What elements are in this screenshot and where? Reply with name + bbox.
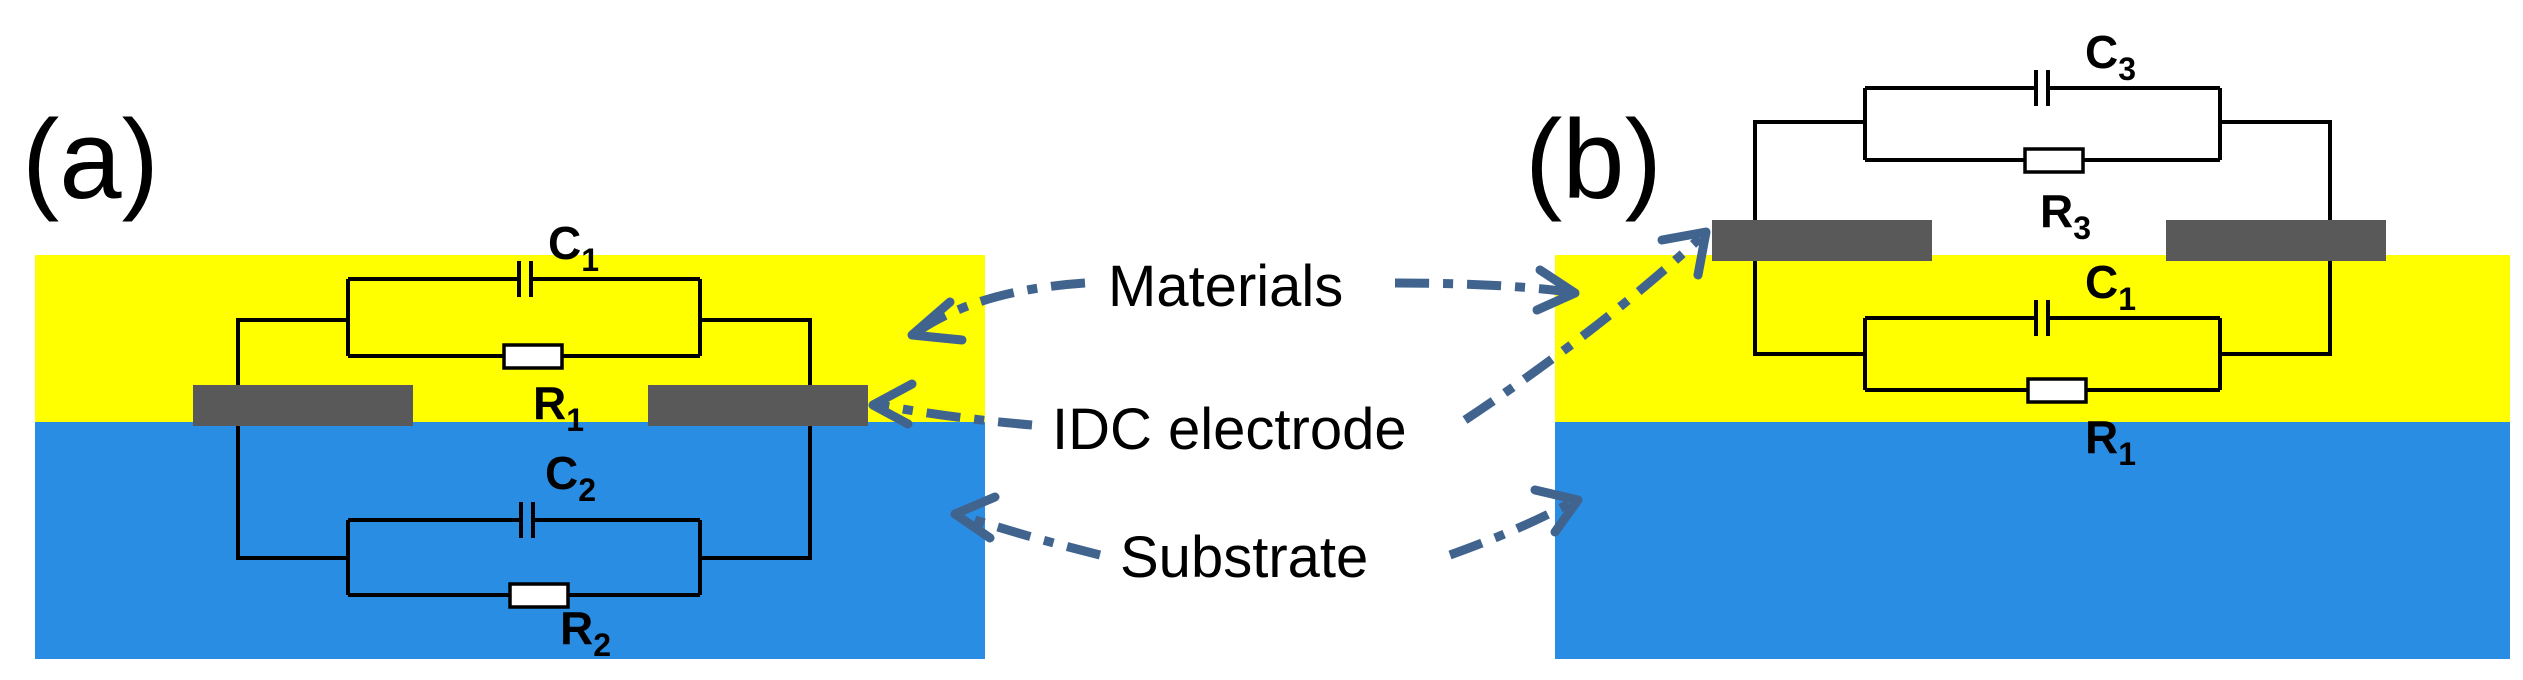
arrow-electrode-to-a bbox=[879, 400, 1033, 430]
label-c3-b: C3 bbox=[2085, 26, 2136, 87]
label-c2-a: C2 bbox=[545, 447, 596, 508]
label-c1-a: C1 bbox=[548, 217, 599, 278]
arrowhead-substrate-b bbox=[1530, 485, 1583, 537]
arrowhead-electrode-b bbox=[1657, 227, 1711, 280]
arrowhead-substrate-a bbox=[950, 492, 1000, 543]
arrow-substrate-to-b bbox=[1448, 499, 1573, 560]
panel-a: (a) bbox=[22, 97, 985, 663]
arrow-substrate-to-a bbox=[958, 510, 1102, 560]
arrow-electrode-to-b bbox=[1462, 234, 1704, 424]
annotations: Materials IDC electrode Substrate bbox=[868, 227, 1711, 590]
panel-b: (b) bbox=[1525, 26, 2510, 659]
panel-a-electrode-right bbox=[648, 385, 868, 426]
arrowhead-materials-b bbox=[1532, 265, 1580, 315]
resistor-r1-symbol bbox=[2026, 377, 2088, 404]
label-r3-b: R3 bbox=[2040, 185, 2091, 246]
arrowhead-electrode-a bbox=[868, 379, 917, 429]
panel-a-substrate-layer bbox=[35, 422, 985, 659]
label-c1-b: C1 bbox=[2085, 256, 2136, 317]
arrow-materials-to-b bbox=[1394, 278, 1571, 297]
panel-b-label: (b) bbox=[1525, 97, 1662, 222]
label-r1-a: R1 bbox=[533, 377, 584, 438]
panel-a-upper-circuit bbox=[236, 261, 812, 385]
label-r1-b: R1 bbox=[2085, 411, 2136, 472]
resistor-r3-symbol bbox=[2023, 147, 2085, 174]
annotation-idc-electrode: IDC electrode bbox=[1052, 397, 1407, 462]
panel-a-label: (a) bbox=[22, 97, 159, 222]
panel-b-electrode-left bbox=[1712, 220, 1932, 261]
panel-b-electrode-right bbox=[2166, 220, 2386, 261]
annotation-substrate: Substrate bbox=[1120, 525, 1368, 590]
panel-a-lower-circuit bbox=[236, 426, 812, 609]
resistor-r1-symbol bbox=[502, 343, 564, 370]
label-r2-a: R2 bbox=[560, 602, 611, 663]
arrowhead-materials-a bbox=[907, 297, 967, 345]
annotation-materials: Materials bbox=[1108, 254, 1343, 319]
panel-a-electrode-left bbox=[193, 385, 413, 426]
resistor-r2-symbol bbox=[508, 582, 570, 609]
panel-b-substrate-layer bbox=[1555, 422, 2510, 659]
panel-b-upper-circuit bbox=[1753, 70, 2332, 220]
panel-b-lower-circuit bbox=[1753, 261, 2332, 404]
